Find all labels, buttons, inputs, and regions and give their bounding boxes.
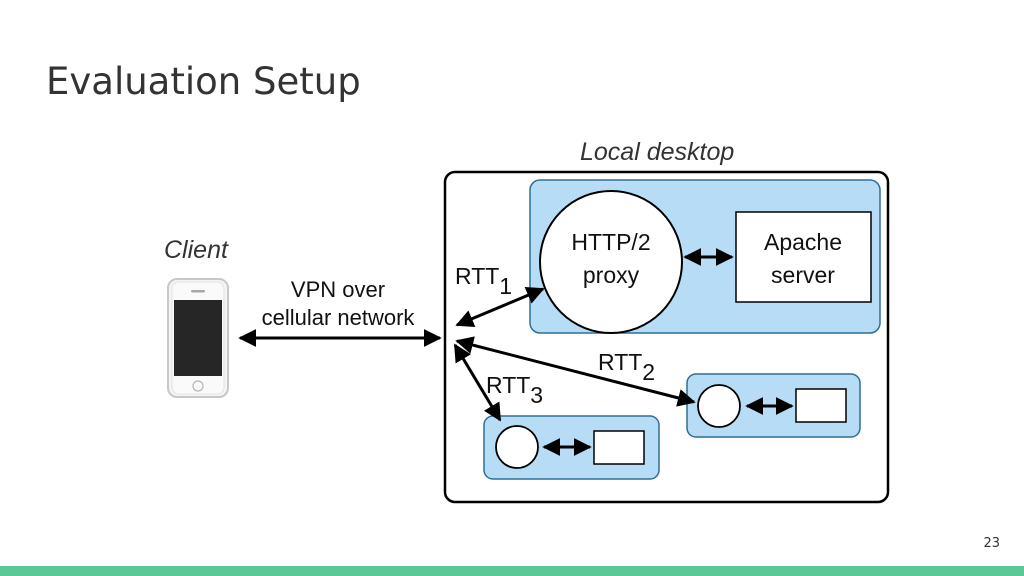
link-label-line1: VPN over [291, 277, 385, 302]
rtt1-label: RTT1 [455, 263, 512, 299]
footer-bar [0, 566, 1024, 576]
slide-title: Evaluation Setup [46, 60, 361, 103]
rtt3-label-base: RTT [486, 372, 530, 398]
rtt2-label-base: RTT [598, 349, 642, 375]
rtt1-label-base: RTT [455, 263, 499, 289]
page-number: 23 [983, 536, 1000, 551]
proxy-label-line1: HTTP/2 [571, 229, 650, 255]
server-label-line1: Apache [764, 229, 842, 255]
host3-proxy-node [495, 425, 539, 469]
local-desktop-label: Local desktop [580, 138, 734, 166]
apache-server-node [735, 211, 872, 303]
host3-server-node [593, 430, 645, 465]
rtt1-arrow [455, 286, 545, 328]
rtt1-label-sub: 1 [499, 273, 512, 299]
server-label-line2: server [771, 262, 835, 288]
smartphone-icon [167, 278, 229, 398]
rtt2-label-sub: 2 [642, 359, 655, 385]
host2-server-node [795, 388, 847, 423]
rtt2-label: RTT2 [598, 349, 655, 385]
rtt3-label-sub: 3 [530, 382, 543, 408]
client-label: Client [164, 236, 229, 264]
http2-proxy-node [539, 190, 683, 334]
host2-proxy-node [697, 384, 741, 428]
proxy-label-line2: proxy [583, 262, 640, 288]
rtt3-label: RTT3 [486, 372, 543, 408]
link-label-line2: cellular network [262, 305, 416, 330]
rtt3-arrow [453, 343, 502, 422]
